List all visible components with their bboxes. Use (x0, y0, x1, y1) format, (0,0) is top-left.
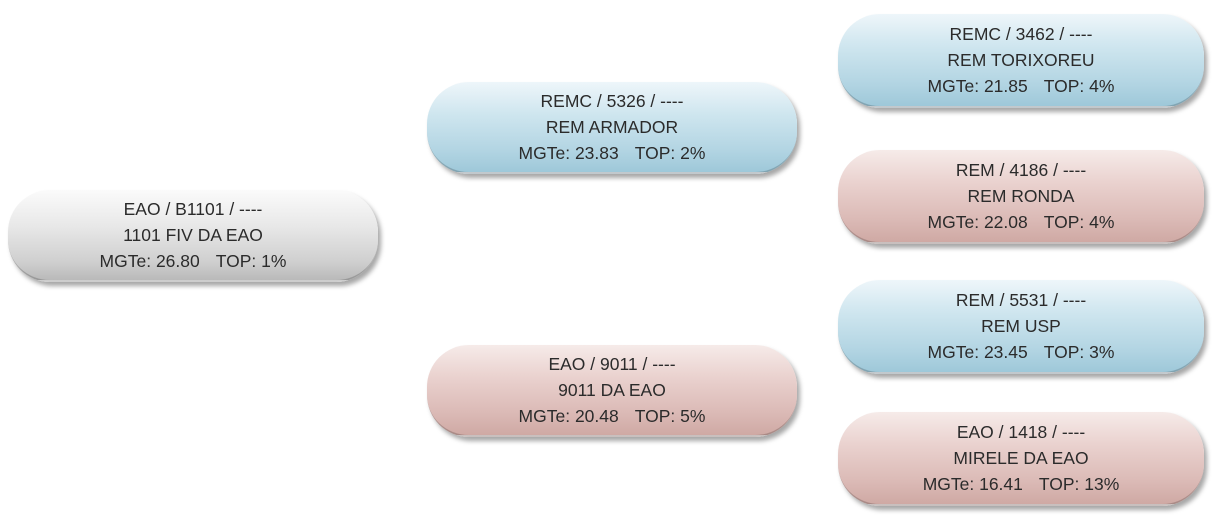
node-metrics: MGTe: 23.45 TOP: 3% (928, 339, 1115, 365)
node-name-label: 9011 DA EAO (558, 380, 666, 400)
node-metrics: MGTe: 23.83 TOP: 2% (519, 140, 706, 166)
node-maternal-granddam[interactable]: EAO / 1418 / ---- MIRELE DA EAO MGTe: 16… (838, 412, 1204, 506)
top-value: TOP: 5% (634, 406, 706, 426)
node-metrics: MGTe: 26.80 TOP: 1% (100, 248, 287, 274)
top-value: TOP: 1% (215, 251, 287, 271)
node-id-label: REM / 5531 / ---- (955, 290, 1087, 310)
node-dam[interactable]: EAO / 9011 / ---- 9011 DA EAO MGTe: 20.4… (427, 345, 797, 437)
node-metrics: MGTe: 21.85 TOP: 4% (928, 73, 1115, 99)
node-name-label: MIRELE DA EAO (953, 448, 1089, 468)
mgte-value: MGTe: 21.85 (927, 76, 1028, 96)
node-maternal-grandsire[interactable]: REM / 5531 / ---- REM USP MGTe: 23.45 TOP… (838, 280, 1204, 374)
node-name-label: REM RONDA (967, 186, 1075, 206)
node-id-label: EAO / 1418 / ---- (956, 422, 1086, 442)
top-value: TOP: 4% (1043, 76, 1115, 96)
node-id-label: REMC / 5326 / ---- (540, 91, 684, 111)
node-id-label: EAO / 9011 / ---- (548, 354, 676, 374)
node-metrics: MGTe: 16.41 TOP: 13% (923, 471, 1120, 497)
node-name-label: REM USP (981, 316, 1061, 336)
mgte-value: MGTe: 22.08 (927, 212, 1028, 232)
node-paternal-granddam[interactable]: REM / 4186 / ---- REM RONDA MGTe: 22.08 T… (838, 150, 1204, 244)
mgte-value: MGTe: 23.45 (927, 342, 1028, 362)
mgte-value: MGTe: 26.80 (99, 251, 200, 271)
mgte-value: MGTe: 16.41 (922, 474, 1023, 494)
node-name-label: REM ARMADOR (545, 117, 679, 137)
node-root[interactable]: EAO / B1101 / ---- 1101 FIV DA EAO MGTe:… (8, 190, 378, 282)
node-id-label: EAO / B1101 / ---- (123, 199, 263, 219)
node-id-label: REMC / 3462 / ---- (949, 24, 1093, 44)
top-value: TOP: 13% (1038, 474, 1120, 494)
node-name-label: REM TORIXOREU (947, 50, 1095, 70)
top-value: TOP: 4% (1043, 212, 1115, 232)
node-sire[interactable]: REMC / 5326 / ---- REM ARMADOR MGTe: 23.… (427, 82, 797, 174)
node-name-label: 1101 FIV DA EAO (123, 225, 263, 245)
node-paternal-grandsire[interactable]: REMC / 3462 / ---- REM TORIXOREU MGTe: 2… (838, 14, 1204, 108)
node-id-label: REM / 4186 / ---- (955, 160, 1087, 180)
top-value: TOP: 2% (634, 143, 706, 163)
mgte-value: MGTe: 20.48 (518, 406, 619, 426)
node-metrics: MGTe: 20.48 TOP: 5% (519, 403, 706, 429)
top-value: TOP: 3% (1043, 342, 1115, 362)
node-metrics: MGTe: 22.08 TOP: 4% (928, 209, 1115, 235)
mgte-value: MGTe: 23.83 (518, 143, 619, 163)
